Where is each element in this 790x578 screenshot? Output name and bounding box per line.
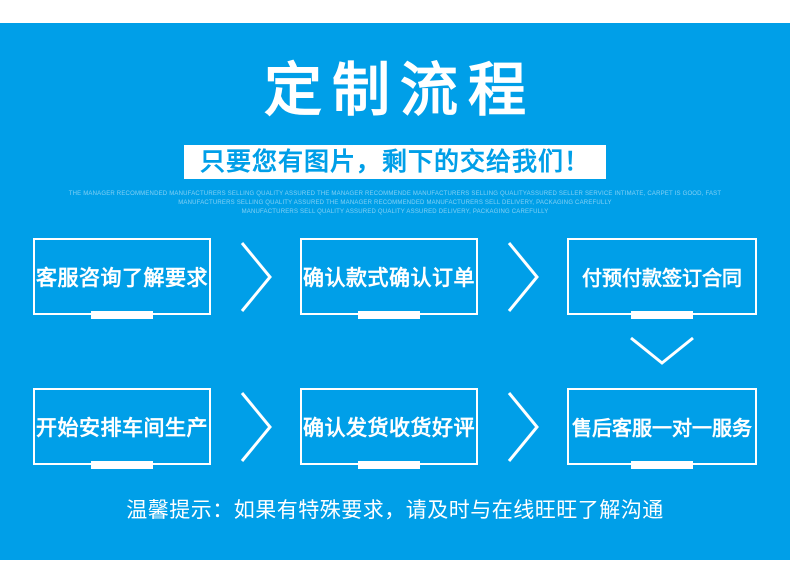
subtitle-text: 只要您有图片，剩下的交给我们！ [183, 145, 606, 179]
step-box-4: 开始安排车间生产 [33, 388, 211, 469]
box-underline [91, 461, 153, 469]
chevron-right-icon [240, 241, 272, 312]
box-underline [358, 311, 420, 319]
box-underline [631, 461, 693, 469]
chevron-right-icon [507, 391, 539, 462]
subtitle-bar: 只要您有图片，剩下的交给我们！ [0, 145, 790, 179]
step-label: 开始安排车间生产 [36, 416, 208, 440]
step-label: 客服咨询了解要求 [36, 266, 208, 290]
chevron-right-icon [240, 391, 272, 462]
step-box-5: 确认发货收货好评 [300, 388, 478, 469]
step-label: 确认发货收货好评 [303, 416, 475, 440]
box-underline [91, 311, 153, 319]
box-underline [358, 461, 420, 469]
step-box-2: 确认款式确认订单 [300, 238, 478, 319]
step-label: 付预付款签订合同 [582, 268, 742, 290]
flow-row-1: 客服咨询了解要求 确认款式确认订单 付预付款签订合同 [33, 238, 757, 319]
chevron-right-icon [507, 241, 539, 312]
page-title: 定制流程 [263, 56, 536, 124]
step-label: 售后客服一对一服务 [572, 418, 752, 440]
step-box-6: 售后客服一对一服务 [567, 388, 757, 469]
box-underline [631, 311, 693, 319]
row-transition [626, 334, 698, 368]
step-box-3: 付预付款签订合同 [567, 238, 757, 319]
step-box-1: 客服咨询了解要求 [33, 238, 211, 319]
promo-banner: 定制流程 只要您有图片，剩下的交给我们！ THE MANAGER RECOMME… [0, 23, 790, 560]
flow-row-2: 开始安排车间生产 确认发货收货好评 售后客服一对一服务 [33, 388, 757, 469]
marquee-line-1: THE MANAGER RECOMMENDED MANUFACTURERS SE… [68, 191, 722, 197]
marquee-line-2: MANUFACTURERS SELLING QUALITY ASSURED TH… [178, 200, 612, 206]
tip-text: 温馨提示：如果有特殊要求，请及时与在线旺旺了解沟通 [126, 499, 664, 522]
chevron-down-icon [630, 336, 694, 365]
step-label: 确认款式确认订单 [303, 266, 475, 290]
marquee-text-block: THE MANAGER RECOMMENDED MANUFACTURERS SE… [0, 190, 790, 217]
marquee-line-3: MANUFACTURERS SELL QUALITY ASSURED QUALI… [241, 209, 549, 215]
